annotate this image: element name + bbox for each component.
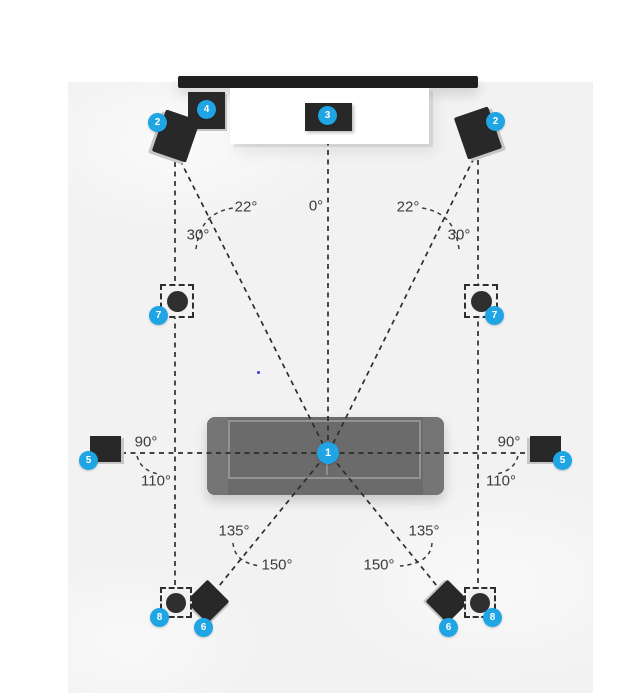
- line-front-left-diagonal: [179, 159, 328, 453]
- stray-blue-dot: [257, 371, 260, 374]
- angle-label-side-left-90: 90°: [134, 433, 158, 451]
- angle-label-rear-left-150: 150°: [261, 556, 293, 574]
- angle-label-side-left-110: 110°: [141, 472, 171, 490]
- arc-side-right: [496, 455, 519, 475]
- angle-label-side-right-110: 110°: [486, 472, 516, 490]
- angle-label-side-right-90: 90°: [497, 433, 521, 451]
- angle-label-front-right-22: 22°: [396, 198, 420, 216]
- angle-label-rear-right-135: 135°: [408, 522, 440, 540]
- angle-label-rear-left-135: 135°: [218, 522, 250, 540]
- badge-height-rear-right: 8: [483, 608, 502, 627]
- height-front-right-speaker-icon: [464, 284, 498, 318]
- arc-side-left: [136, 455, 159, 475]
- badge-side-right: 5: [553, 451, 572, 470]
- badge-center: 3: [318, 106, 337, 125]
- height-front-left-speaker-icon: [160, 284, 194, 318]
- angle-label-rear-right-150: 150°: [363, 556, 395, 574]
- badge-height-rear-left: 8: [150, 608, 169, 627]
- sofa-armrest-left: [207, 417, 228, 495]
- arc-rear-right: [399, 542, 433, 567]
- badge-subwoofer: 4: [197, 100, 216, 119]
- sofa-armrest-right: [423, 417, 444, 495]
- badge-height-front-right: 7: [485, 306, 504, 325]
- sofa-seat: [228, 420, 421, 479]
- angle-label-front-right-30: 30°: [447, 226, 471, 244]
- badge-listening-position: 1: [317, 442, 339, 464]
- room-panel: [68, 82, 593, 693]
- height-speaker-circle: [166, 290, 188, 312]
- angle-label-center: 0°: [308, 197, 324, 215]
- angle-label-front-left-22: 22°: [234, 198, 258, 216]
- height-speaker-circle: [166, 592, 186, 613]
- sofa-seam: [325, 457, 328, 475]
- badge-surround-left: 6: [194, 618, 213, 637]
- height-speaker-circle: [470, 290, 492, 312]
- angle-label-front-left-30: 30°: [186, 226, 210, 244]
- badge-surround-right: 6: [439, 618, 458, 637]
- sofa: [207, 417, 444, 495]
- tv-screen: [178, 76, 478, 88]
- height-speaker-circle: [470, 592, 490, 613]
- badge-front-left: 2: [148, 113, 167, 132]
- arc-rear-left: [232, 542, 262, 567]
- badge-side-left: 5: [79, 451, 98, 470]
- badge-height-front-left: 7: [149, 306, 168, 325]
- badge-front-right: 2: [486, 112, 505, 131]
- line-front-right-diagonal: [328, 157, 475, 453]
